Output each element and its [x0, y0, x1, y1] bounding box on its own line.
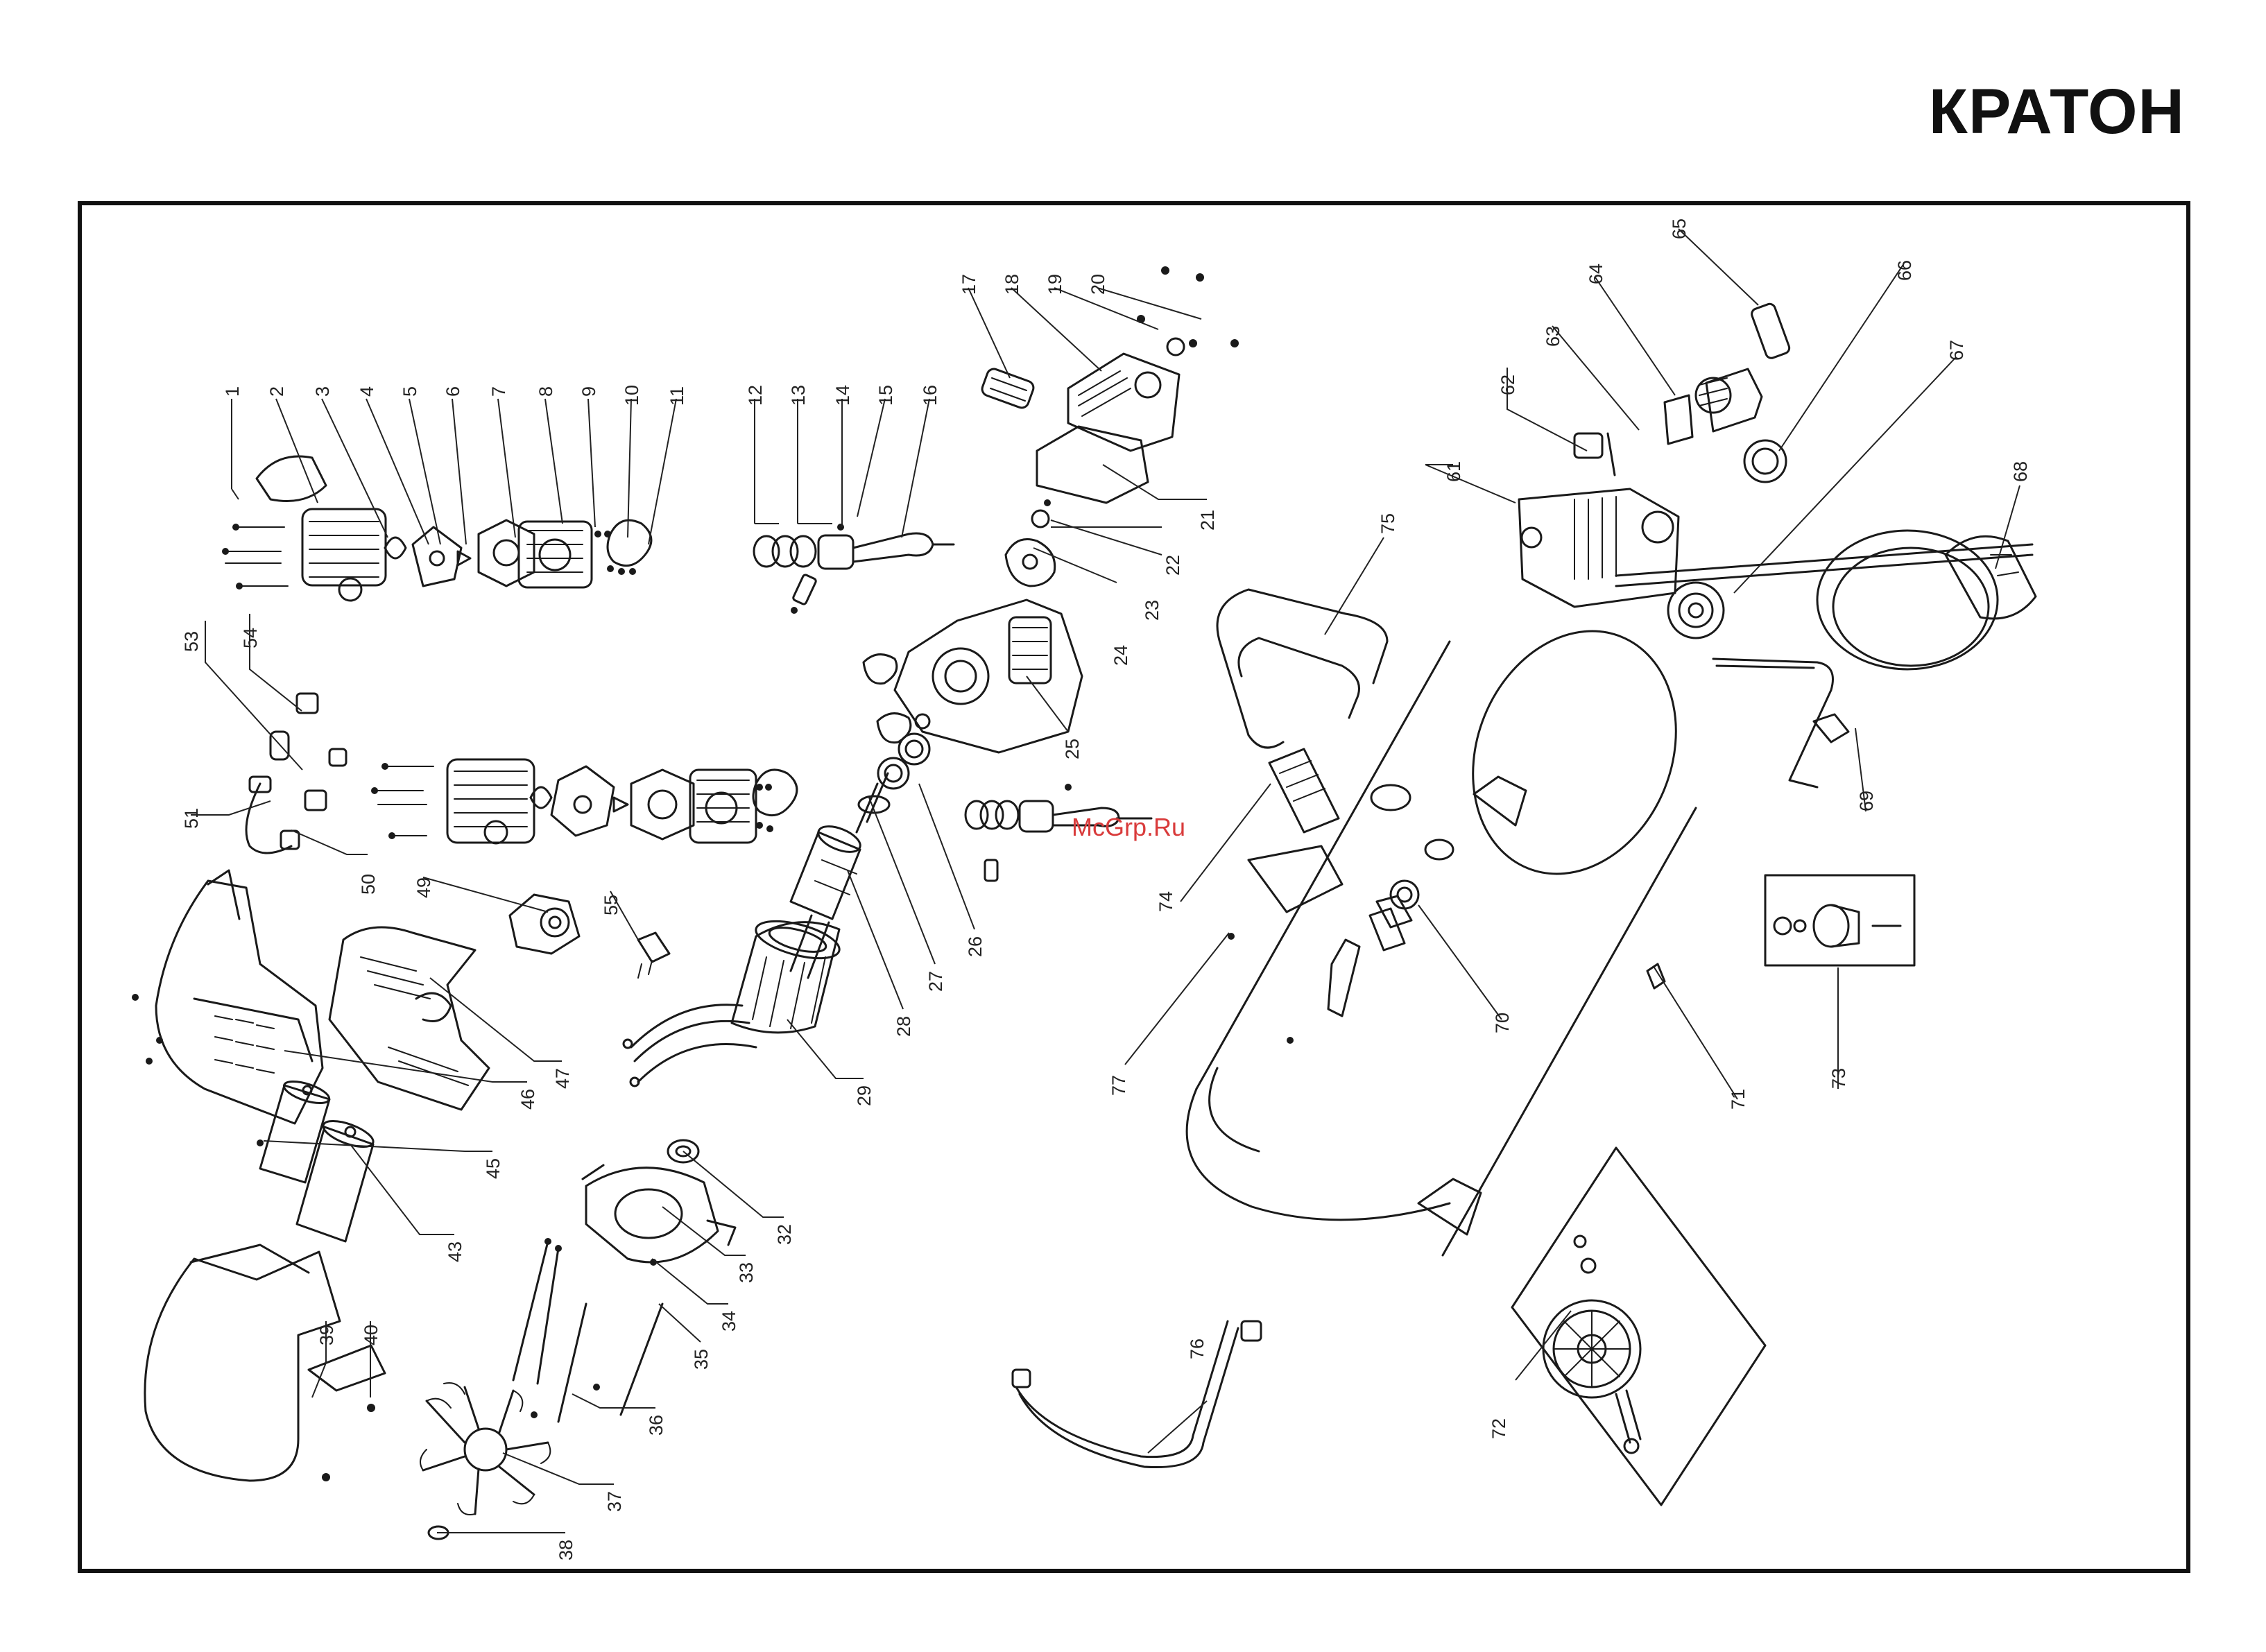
cylinder-head-assembly-lower — [371, 759, 797, 843]
brand-logo: КРАТОН — [1929, 76, 2185, 147]
callout-35: 35 — [691, 1349, 712, 1370]
rubber-foot-assembly — [1765, 875, 1914, 965]
through-bolts — [513, 1238, 662, 1422]
callout-28: 28 — [893, 1016, 914, 1037]
callout-20: 20 — [1088, 274, 1108, 295]
valve-parts — [1006, 499, 1055, 586]
pressure-tube — [1713, 659, 1848, 787]
callout-9: 9 — [578, 386, 599, 397]
outlet-tube-fittings — [246, 694, 346, 853]
callout-33: 33 — [736, 1262, 757, 1283]
callout-74: 74 — [1156, 891, 1176, 912]
bearing-endshield — [583, 1140, 735, 1266]
callout-6: 6 — [443, 386, 463, 397]
callout-labels: 1 2 3 4 5 6 7 8 9 10 11 12 13 14 15 16 1… — [181, 218, 2031, 1560]
callout-65: 65 — [1669, 218, 1690, 239]
callout-77: 77 — [1108, 1075, 1129, 1096]
callout-32: 32 — [774, 1224, 795, 1245]
callout-69: 69 — [1856, 791, 1877, 811]
callout-24: 24 — [1110, 645, 1131, 666]
piston-assembly-lower — [878, 734, 1151, 881]
cooling-fan — [420, 1383, 550, 1539]
callout-73: 73 — [1828, 1068, 1849, 1089]
drain-valve — [1377, 881, 1665, 988]
callout-38: 38 — [556, 1540, 576, 1560]
callout-5: 5 — [400, 386, 420, 397]
callout-40: 40 — [361, 1325, 381, 1345]
callout-55: 55 — [601, 895, 621, 915]
callout-61: 61 — [1443, 461, 1464, 482]
callout-18: 18 — [1002, 274, 1022, 295]
callout-1: 1 — [222, 386, 243, 397]
callout-70: 70 — [1492, 1013, 1513, 1033]
callout-3: 3 — [312, 386, 333, 397]
handle-grip — [1269, 749, 1339, 832]
callout-2: 2 — [266, 386, 287, 397]
callout-67: 67 — [1946, 340, 1967, 361]
callout-23: 23 — [1142, 600, 1162, 621]
callout-43: 43 — [445, 1241, 465, 1262]
head-cover-assembly — [980, 266, 1239, 503]
callout-11: 11 — [667, 386, 687, 406]
callout-71: 71 — [1728, 1089, 1749, 1110]
leader-lines — [191, 229, 2020, 1533]
callout-8: 8 — [535, 386, 556, 397]
callout-13: 13 — [788, 385, 809, 406]
callout-62: 62 — [1497, 375, 1518, 395]
callout-25: 25 — [1062, 739, 1083, 759]
motor-stator — [624, 914, 843, 1086]
callout-50: 50 — [358, 874, 379, 895]
callout-51: 51 — [181, 808, 202, 829]
callout-15: 15 — [875, 385, 896, 406]
capacitors — [257, 1077, 376, 1241]
callout-19: 19 — [1045, 274, 1065, 295]
callout-72: 72 — [1488, 1418, 1509, 1439]
watermark: McGrp.Ru — [1072, 813, 1185, 841]
callout-75: 75 — [1377, 513, 1398, 534]
piston-assembly-upper — [754, 524, 954, 614]
callout-14: 14 — [832, 385, 853, 406]
callout-10: 10 — [621, 385, 642, 406]
callout-27: 27 — [925, 971, 946, 992]
air-tank — [1187, 590, 1711, 1255]
callout-53: 53 — [181, 631, 202, 652]
callout-4: 4 — [357, 386, 377, 397]
diagram-frame — [80, 203, 2188, 1571]
parts-artwork — [132, 266, 2036, 1539]
callout-17: 17 — [959, 274, 979, 295]
callout-36: 36 — [646, 1415, 667, 1436]
callout-54: 54 — [240, 628, 261, 648]
callout-46: 46 — [517, 1089, 538, 1110]
callout-68: 68 — [2010, 461, 2031, 482]
callout-29: 29 — [854, 1085, 875, 1106]
callout-66: 66 — [1894, 260, 1915, 281]
callout-7: 7 — [488, 386, 509, 397]
callout-34: 34 — [719, 1311, 739, 1332]
callout-22: 22 — [1162, 555, 1183, 576]
callout-47: 47 — [552, 1068, 573, 1089]
callout-64: 64 — [1586, 264, 1606, 284]
wheel-assembly — [1512, 1148, 1765, 1505]
callout-37: 37 — [604, 1491, 625, 1512]
pressure-switch-knob — [510, 895, 669, 978]
fan-cover — [145, 1245, 385, 1481]
callout-21: 21 — [1197, 510, 1218, 531]
callout-12: 12 — [745, 385, 766, 406]
callout-76: 76 — [1187, 1339, 1208, 1359]
callout-16: 16 — [920, 385, 941, 406]
callout-26: 26 — [965, 936, 986, 957]
hose — [1013, 1321, 1261, 1468]
callout-49: 49 — [413, 877, 434, 898]
callout-63: 63 — [1543, 326, 1563, 347]
callout-45: 45 — [483, 1158, 504, 1179]
callout-39: 39 — [316, 1325, 337, 1345]
crankcase — [864, 600, 1082, 752]
